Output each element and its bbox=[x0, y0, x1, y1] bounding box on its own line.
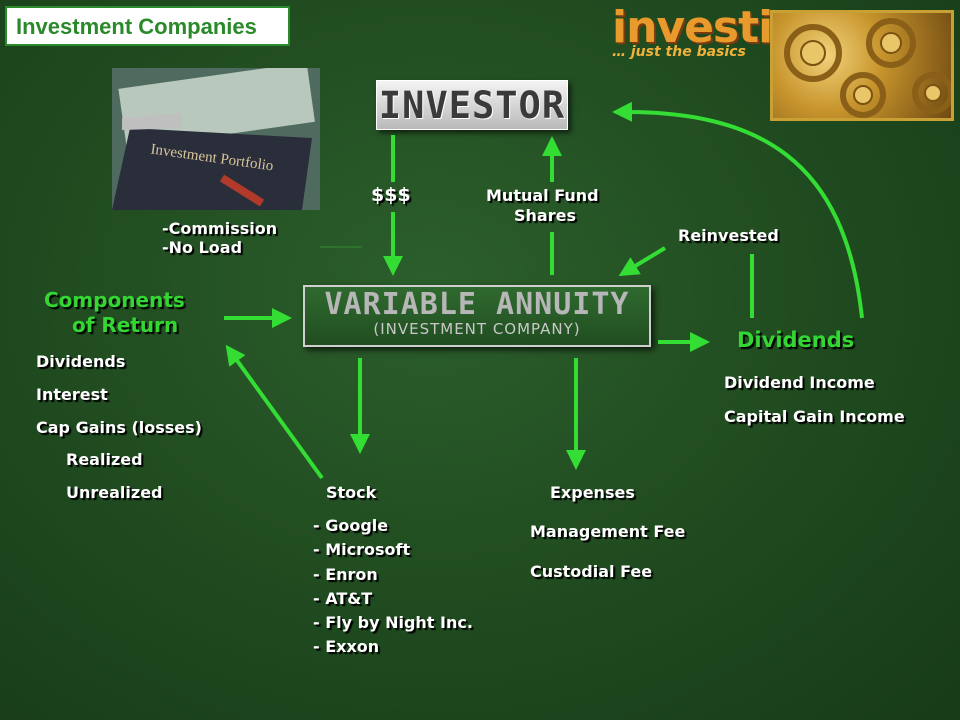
investment-portfolio-photo: Investment Portfolio bbox=[112, 68, 320, 210]
component-sub-item: Realized bbox=[66, 450, 143, 469]
stock-item: - Fly by Night Inc. bbox=[313, 613, 473, 632]
mutual-fund-label-2: Shares bbox=[514, 206, 576, 225]
dividends-heading: Dividends bbox=[737, 328, 855, 352]
expense-item: Custodial Fee bbox=[530, 562, 653, 581]
page-title: Investment Companies bbox=[16, 14, 257, 39]
stock-item: - Exxon bbox=[313, 637, 380, 656]
stock-heading: Stock bbox=[326, 483, 377, 502]
variable-annuity-subtitle: (INVESTMENT COMPANY) bbox=[373, 320, 581, 338]
stock-item: - Microsoft bbox=[313, 540, 411, 559]
stock-to-components-arrow bbox=[225, 344, 324, 480]
investor-label: INVESTOR bbox=[378, 84, 566, 127]
expenses-heading: Expenses bbox=[550, 483, 635, 502]
investor-box: INVESTOR bbox=[376, 80, 568, 130]
dividends-to-investor-arrow bbox=[612, 101, 864, 319]
component-item: Cap Gains (losses) bbox=[36, 418, 202, 437]
reinvested-arrow bbox=[618, 246, 667, 277]
gears-drawing bbox=[784, 18, 951, 118]
stock-item: - Google bbox=[313, 516, 389, 535]
money-label: $$$ bbox=[371, 184, 411, 206]
stock-item: - Enron bbox=[313, 565, 378, 584]
mutual-fund-label-1: Mutual Fund bbox=[486, 186, 599, 205]
stock-item: - AT&T bbox=[313, 589, 373, 608]
gears-image bbox=[770, 10, 954, 121]
title-box: Investment Companies bbox=[5, 6, 290, 46]
components-heading: Components bbox=[44, 288, 185, 312]
portfolio-drawing bbox=[112, 68, 320, 210]
reinvested-label: Reinvested bbox=[678, 226, 779, 245]
components-subheading: of Return bbox=[72, 313, 179, 337]
component-sub-item: Unrealized bbox=[66, 483, 163, 502]
component-item: Dividends bbox=[36, 352, 126, 371]
no-load-label: -No Load bbox=[162, 238, 243, 257]
component-item: Interest bbox=[36, 385, 108, 404]
dividend-item: Dividend Income bbox=[724, 373, 875, 392]
logo-subtitle: … just the basics bbox=[612, 44, 746, 60]
variable-annuity-title: VARIABLE ANNUITY bbox=[324, 287, 630, 322]
expense-item: Management Fee bbox=[530, 522, 686, 541]
variable-annuity-box: VARIABLE ANNUITY (INVESTMENT COMPANY) bbox=[303, 285, 651, 347]
commission-label: -Commission bbox=[162, 219, 278, 238]
dividend-item: Capital Gain Income bbox=[724, 407, 905, 426]
